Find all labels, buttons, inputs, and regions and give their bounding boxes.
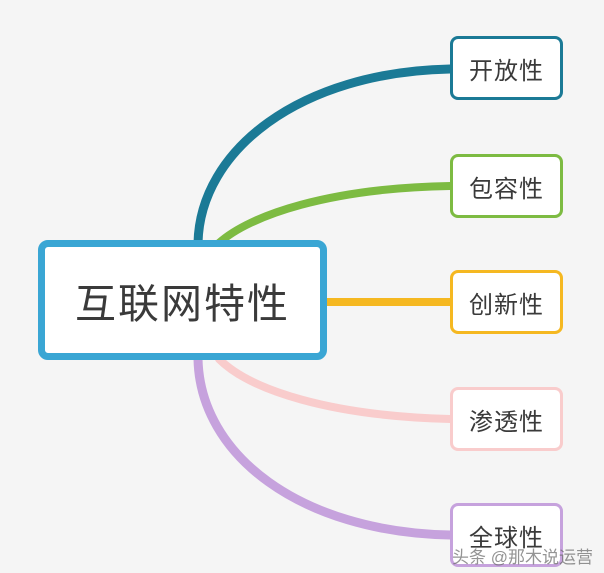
branch-node-innovation[interactable]: 创新性 <box>450 270 563 334</box>
connector-line-permeability <box>215 355 454 423</box>
connector-line-openness <box>193 64 455 248</box>
branch-node-permeability[interactable]: 渗透性 <box>450 387 563 451</box>
branch-node-inclusiveness[interactable]: 包容性 <box>450 154 563 218</box>
branch-node-globality[interactable]: 全球性 <box>450 503 563 567</box>
branch-node-label: 渗透性 <box>469 408 544 436</box>
watermark: 头条 @那木说运营 <box>452 548 593 567</box>
branch-node-openness[interactable]: 开放性 <box>450 36 563 100</box>
branch-node-label: 开放性 <box>469 57 544 85</box>
branch-node-label: 包容性 <box>469 175 544 203</box>
connector-line-globality <box>193 354 455 540</box>
branch-node-label: 创新性 <box>469 291 544 319</box>
central-node[interactable]: 互联网特性 <box>38 240 327 360</box>
central-node-label: 互联网特性 <box>75 281 290 327</box>
connector-line-inclusiveness <box>215 182 454 247</box>
branch-node-label: 全球性 <box>469 524 544 552</box>
